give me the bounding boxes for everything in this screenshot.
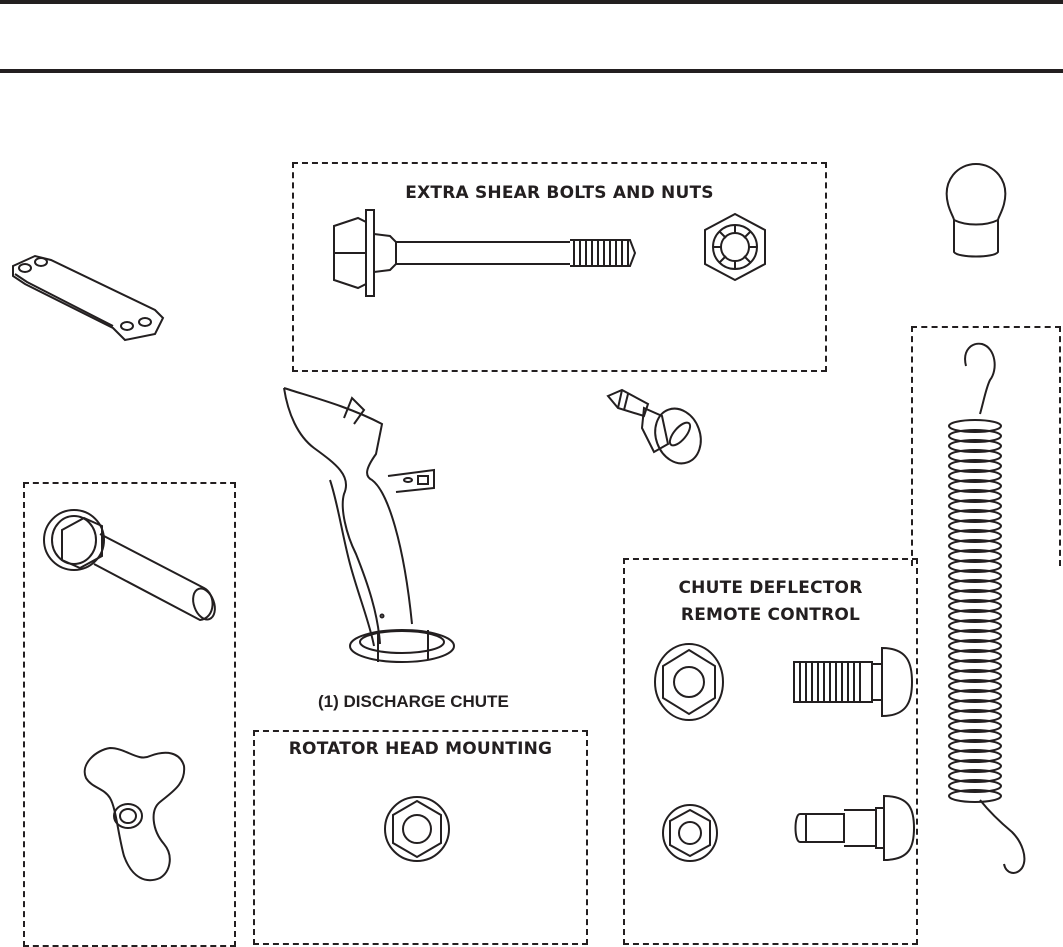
push-pin-icon <box>604 386 704 470</box>
rotator-head-title: ROTATOR HEAD MOUNTING <box>288 739 553 759</box>
carriage-bolt-icon <box>40 500 220 630</box>
deflector-hex-nut-icon <box>660 802 720 864</box>
wrench-plate-icon <box>5 248 170 348</box>
extension-spring-icon <box>942 340 1032 880</box>
deflector-flange-nut-icon <box>652 640 726 724</box>
deflector-shoulder-bolt-icon <box>792 792 916 864</box>
chute-deflector-group: CHUTE DEFLECTOR REMOTE CONTROL <box>623 558 918 945</box>
wing-knob-icon <box>80 744 190 886</box>
top-rule <box>0 0 1063 4</box>
shear-nut-icon <box>700 212 770 282</box>
deflector-carriage-bolt-icon <box>790 644 914 720</box>
discharge-chute-icon <box>278 384 478 674</box>
rotator-flange-nut-icon <box>382 794 452 864</box>
shift-knob-icon <box>940 160 1012 260</box>
shear-bolts-title: EXTRA SHEAR BOLTS AND NUTS <box>405 183 714 203</box>
shear-bolt-icon <box>330 208 640 298</box>
chute-deflector-title: CHUTE DEFLECTOR REMOTE CONTROL <box>678 578 863 625</box>
header-rule <box>0 69 1063 73</box>
spring-group <box>911 326 1061 566</box>
shear-bolts-group: EXTRA SHEAR BOLTS AND NUTS <box>292 162 827 372</box>
discharge-chute-caption: (1) DISCHARGE CHUTE <box>318 692 509 711</box>
